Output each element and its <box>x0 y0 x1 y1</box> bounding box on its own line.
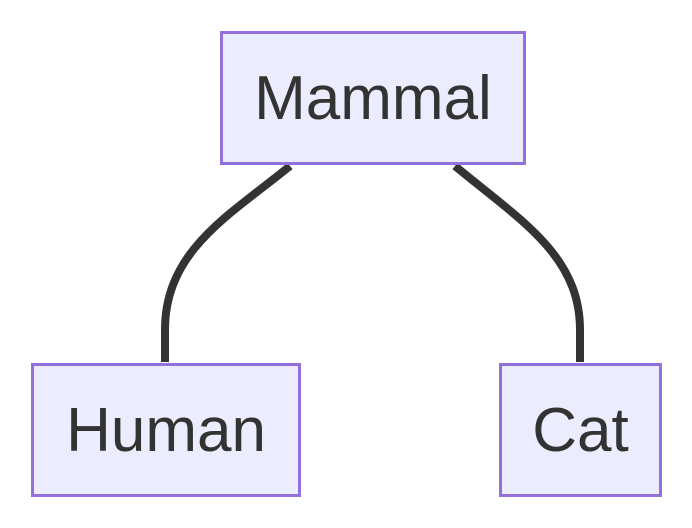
node-label: Human <box>66 395 266 465</box>
edge-mammal-human <box>161 162 293 362</box>
node-label: Mammal <box>254 63 492 133</box>
node-human[interactable]: Human <box>31 363 301 497</box>
edge-mammal-cat <box>452 162 584 362</box>
node-label: Cat <box>532 395 629 465</box>
node-cat[interactable]: Cat <box>499 363 662 497</box>
node-mammal[interactable]: Mammal <box>220 31 526 165</box>
